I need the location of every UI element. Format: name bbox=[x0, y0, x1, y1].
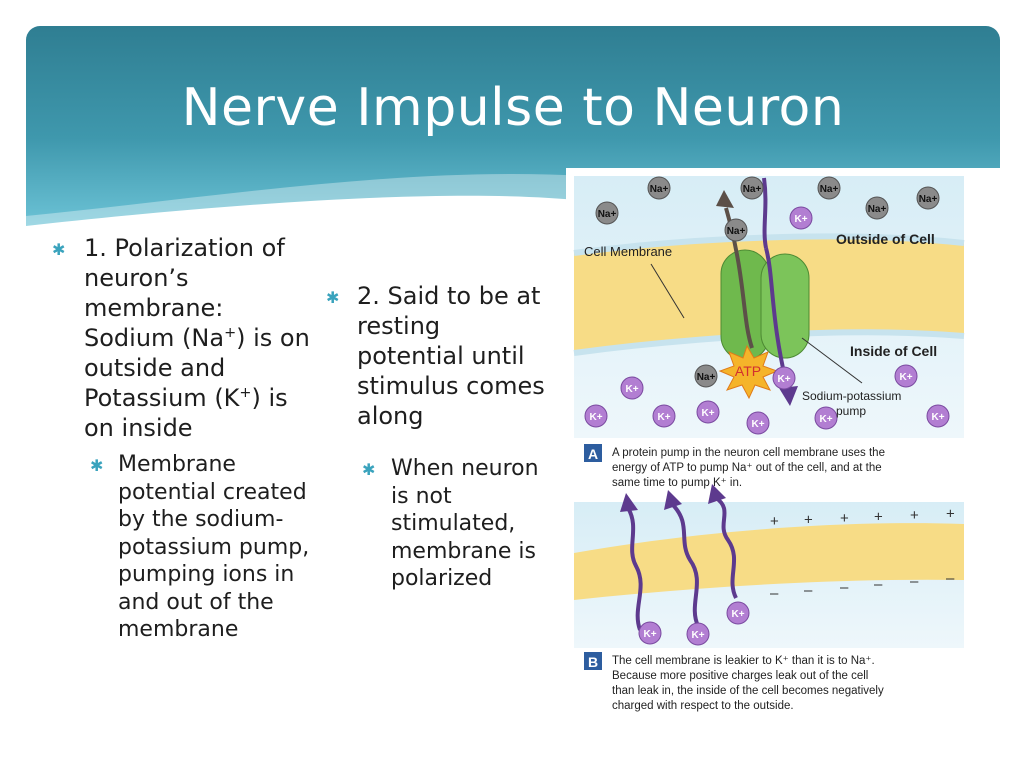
atp-label: ATP bbox=[735, 363, 761, 379]
k-ion: K+ bbox=[696, 400, 720, 424]
asterisk-icon: ✱ bbox=[362, 460, 376, 479]
pump-label-line2: pump bbox=[836, 404, 866, 418]
panel-a-caption-line: A protein pump in the neuron cell membra… bbox=[612, 447, 885, 459]
k-ion: K+ bbox=[584, 404, 608, 428]
svg-text:Na+: Na+ bbox=[650, 184, 669, 195]
k-leak-arrows bbox=[620, 484, 738, 631]
panel-b-letter: B bbox=[588, 654, 598, 670]
sodium-potassium-pump-figure: ATP Na+Na+Na+Na+Na+Na+Na+Na+ K+K+K+K+K+K… bbox=[566, 168, 1000, 724]
plus-sign: + bbox=[910, 507, 919, 524]
pump-diagram: ATP Na+Na+Na+Na+Na+Na+Na+Na+ K+K+K+K+K+K… bbox=[573, 176, 965, 712]
svg-text:K+: K+ bbox=[691, 630, 704, 641]
na-ion: Na+ bbox=[694, 364, 718, 388]
k-in-arrow bbox=[764, 247, 790, 391]
na-ion: Na+ bbox=[916, 186, 940, 210]
k-ions: K+ K+ K+ K+ K+ K+ K+ K+ K+ K+ bbox=[584, 206, 950, 435]
na-ion: Na+ bbox=[740, 176, 764, 200]
svg-text:Na+: Na+ bbox=[919, 194, 938, 205]
k-ion: K+ bbox=[926, 404, 950, 428]
minus-sign: – bbox=[840, 579, 849, 596]
panel-a-letter: A bbox=[588, 446, 598, 462]
k-ion: K+ bbox=[686, 622, 710, 646]
k-ion: K+ bbox=[620, 376, 644, 400]
svg-text:K+: K+ bbox=[794, 214, 807, 225]
na-ion: Na+ bbox=[817, 176, 841, 200]
plus-sign: + bbox=[804, 512, 813, 529]
sub-bullet-membrane-potential: Membrane potential created by the sodium… bbox=[118, 452, 310, 642]
svg-text:K+: K+ bbox=[589, 412, 602, 423]
panel-b-caption-line: The cell membrane is leakier to K⁺ than … bbox=[612, 655, 875, 667]
plus-sign: + bbox=[946, 506, 955, 523]
svg-text:K+: K+ bbox=[751, 419, 764, 430]
svg-text:K+: K+ bbox=[701, 408, 714, 419]
na-ion: Na+ bbox=[865, 196, 889, 220]
svg-text:Na+: Na+ bbox=[727, 226, 746, 237]
k-ion: K+ bbox=[726, 601, 750, 625]
plus-sign: + bbox=[840, 510, 849, 527]
na-ion: Na+ bbox=[595, 201, 619, 225]
svg-text:K+: K+ bbox=[643, 629, 656, 640]
negative-charges: –––––– bbox=[770, 570, 955, 602]
svg-text:Na+: Na+ bbox=[820, 184, 839, 195]
na-ions: Na+ Na+ Na+ Na+ Na+ Na+ Na+ Na+ bbox=[595, 176, 940, 388]
plus-sign: + bbox=[874, 509, 883, 526]
k-ion: K+ bbox=[894, 364, 918, 388]
cell-membrane-pointer bbox=[650, 263, 685, 319]
svg-text:K+: K+ bbox=[819, 414, 832, 425]
sub-bullet-polarized: When neuron is not stimulated, membrane … bbox=[391, 456, 539, 591]
k-ion: K+ bbox=[814, 406, 838, 430]
plus-sign: + bbox=[770, 513, 779, 530]
panel-b-caption-line: than leak in, the inside of the cell bec… bbox=[612, 685, 884, 697]
svg-text:K+: K+ bbox=[657, 412, 670, 423]
bullet-resting-potential: 2. Said to be at resting potential until… bbox=[357, 282, 545, 430]
panel-b-caption-line: charged with respect to the outside. bbox=[612, 700, 794, 712]
minus-sign: – bbox=[874, 576, 883, 593]
inside-of-cell-label: Inside of Cell bbox=[850, 343, 937, 359]
minus-sign: – bbox=[804, 582, 813, 599]
bullet-polarization: 1. Polarization of neuron’s membrane: So… bbox=[84, 234, 310, 442]
atp-burst: ATP bbox=[718, 344, 779, 400]
pump-protein bbox=[720, 249, 810, 361]
k-ion: K+ bbox=[746, 411, 770, 435]
minus-sign: – bbox=[770, 585, 779, 602]
svg-text:Na+: Na+ bbox=[598, 209, 617, 220]
pump-pointer bbox=[801, 337, 863, 384]
panel-b-caption-line: Because more positive charges leak out o… bbox=[612, 670, 868, 682]
panel-a-caption-line: same time to pump K⁺ in. bbox=[612, 477, 742, 489]
svg-text:K+: K+ bbox=[777, 374, 790, 385]
k-ions-panel-b: K+ K+ K+ bbox=[638, 601, 750, 646]
positive-charges: + + + + + + bbox=[770, 506, 955, 531]
svg-text:K+: K+ bbox=[899, 372, 912, 383]
asterisk-icon: ✱ bbox=[326, 288, 340, 307]
na-ion: Na+ bbox=[647, 176, 671, 200]
k-ion: K+ bbox=[638, 621, 662, 645]
svg-text:Na+: Na+ bbox=[743, 184, 762, 195]
asterisk-icon: ✱ bbox=[52, 240, 66, 259]
k-ion: K+ bbox=[789, 206, 813, 230]
minus-sign: – bbox=[946, 570, 955, 587]
k-ion: K+ bbox=[772, 366, 796, 390]
panel-a-caption-line: energy of ATP to pump Na⁺ out of the cel… bbox=[612, 462, 882, 474]
minus-sign: – bbox=[910, 573, 919, 590]
svg-text:K+: K+ bbox=[931, 412, 944, 423]
pump-label-line1: Sodium-potassium bbox=[802, 389, 901, 403]
outside-of-cell-label: Outside of Cell bbox=[836, 231, 935, 247]
asterisk-icon: ✱ bbox=[90, 456, 104, 475]
panel-b-badge bbox=[584, 652, 602, 670]
slide-title: Nerve Impulse to Neuron bbox=[181, 78, 845, 138]
cell-membrane-label: Cell Membrane bbox=[584, 244, 672, 259]
panel-b-membrane bbox=[574, 523, 964, 600]
na-ion: Na+ bbox=[724, 218, 748, 242]
svg-text:Na+: Na+ bbox=[697, 372, 716, 383]
svg-text:Na+: Na+ bbox=[868, 204, 887, 215]
svg-text:K+: K+ bbox=[731, 609, 744, 620]
panel-a-badge bbox=[584, 444, 602, 462]
svg-text:K+: K+ bbox=[625, 384, 638, 395]
k-ion: K+ bbox=[652, 404, 676, 428]
